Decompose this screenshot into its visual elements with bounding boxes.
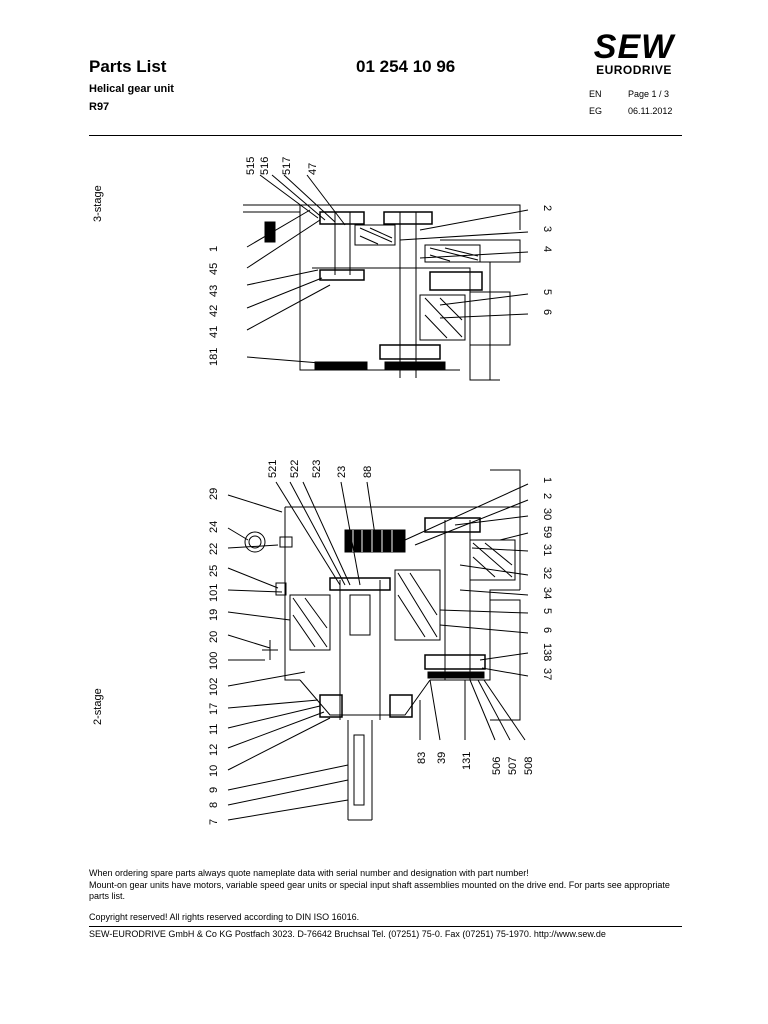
callout-29: 29 bbox=[208, 488, 220, 500]
callout-131: 131 bbox=[461, 752, 473, 770]
document-title: Parts List bbox=[89, 57, 167, 76]
callout-30: 30 bbox=[541, 508, 553, 520]
callout-5: 5 bbox=[541, 289, 553, 295]
callout-506: 506 bbox=[491, 757, 503, 775]
callout-20: 20 bbox=[208, 631, 220, 643]
ordering-note: When ordering spare parts always quote n… bbox=[89, 868, 529, 878]
drawing-2-stage bbox=[244, 469, 521, 821]
sew-logo: SEW EURODRIVE bbox=[586, 30, 682, 77]
callout-138: 138 bbox=[541, 643, 553, 661]
drawing-3-stage bbox=[243, 204, 521, 381]
callout-59: 59 bbox=[541, 526, 553, 538]
callout-47: 47 bbox=[307, 163, 319, 175]
callout-515: 515 bbox=[245, 157, 257, 175]
callout-10: 10 bbox=[208, 765, 220, 777]
mount-on-note: Mount-on gear units have motors, variabl… bbox=[89, 880, 670, 901]
callout-6b: 6 bbox=[541, 627, 553, 633]
callout-508: 508 bbox=[523, 757, 535, 775]
callout-522: 522 bbox=[289, 460, 301, 478]
callout-3: 3 bbox=[541, 226, 553, 232]
drawing-3-stage-labels: 515 516 517 47 1 45 43 42 41 181 2 3 4 5… bbox=[208, 157, 553, 366]
callout-12: 12 bbox=[208, 744, 220, 756]
callout-17: 17 bbox=[208, 703, 220, 715]
page-number: Page 1 / 3 bbox=[628, 89, 670, 99]
product-type: Helical gear unit bbox=[89, 83, 174, 95]
callout-1b: 1 bbox=[541, 477, 553, 483]
callout-32: 32 bbox=[541, 567, 553, 579]
header-rule bbox=[89, 135, 682, 136]
callout-5b: 5 bbox=[541, 608, 553, 614]
callout-521: 521 bbox=[267, 460, 279, 478]
callout-2: 2 bbox=[541, 205, 553, 211]
callout-1: 1 bbox=[208, 246, 220, 252]
footer-rule bbox=[89, 926, 682, 927]
drawing-2-stage-labels: 521 522 523 23 88 29 24 22 25 101 19 20 … bbox=[208, 460, 553, 825]
callout-8: 8 bbox=[208, 802, 220, 808]
callout-88: 88 bbox=[362, 466, 374, 478]
drawing-3-stage-leaders bbox=[246, 174, 529, 364]
callout-11: 11 bbox=[208, 724, 220, 735]
company-address: SEW-EURODRIVE GmbH & Co KG Postfach 3023… bbox=[89, 929, 606, 939]
callout-24: 24 bbox=[208, 521, 220, 533]
document-date: 06.11.2012 bbox=[628, 106, 673, 116]
language-code: EN bbox=[589, 89, 602, 99]
callout-6: 6 bbox=[541, 309, 553, 315]
callout-102: 102 bbox=[208, 678, 220, 696]
drawing-2-stage-leaders bbox=[227, 481, 529, 821]
product-model: R97 bbox=[89, 101, 110, 113]
callout-31: 31 bbox=[541, 544, 553, 556]
callout-101: 101 bbox=[208, 584, 220, 602]
callout-9: 9 bbox=[208, 787, 220, 793]
copyright-notice: Copyright reserved! All rights reserved … bbox=[89, 912, 360, 922]
callout-523: 523 bbox=[311, 460, 323, 478]
callout-23: 23 bbox=[336, 466, 348, 478]
edition-code: EG bbox=[589, 106, 603, 116]
callout-100: 100 bbox=[208, 652, 220, 670]
callout-25: 25 bbox=[208, 565, 220, 577]
logo-text-top: SEW bbox=[593, 28, 675, 66]
callout-4: 4 bbox=[541, 246, 553, 252]
callout-45: 45 bbox=[208, 263, 220, 275]
callout-34: 34 bbox=[541, 587, 553, 599]
callout-22: 22 bbox=[208, 543, 220, 555]
callout-181: 181 bbox=[208, 348, 220, 366]
callout-7: 7 bbox=[208, 819, 220, 825]
callout-516: 516 bbox=[259, 157, 271, 175]
callout-507: 507 bbox=[507, 757, 519, 775]
callout-37: 37 bbox=[541, 668, 553, 680]
logo-text-bottom: EURODRIVE bbox=[596, 63, 672, 77]
callout-41: 41 bbox=[208, 326, 220, 338]
callout-19: 19 bbox=[208, 609, 220, 621]
callout-42: 42 bbox=[208, 305, 220, 317]
callout-43: 43 bbox=[208, 285, 220, 297]
document-number: 01 254 10 96 bbox=[356, 57, 456, 76]
callout-517: 517 bbox=[281, 157, 293, 175]
callout-39: 39 bbox=[436, 752, 448, 764]
callout-2b: 2 bbox=[541, 493, 553, 499]
callout-83: 83 bbox=[416, 752, 428, 764]
